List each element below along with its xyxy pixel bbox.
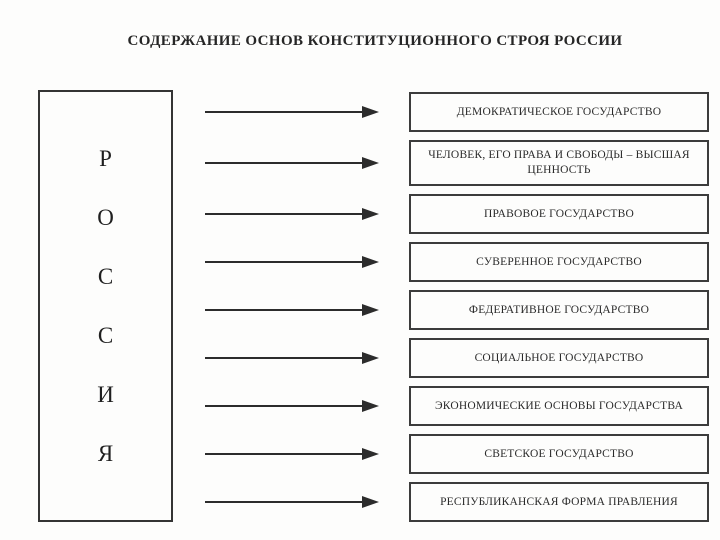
right-arrow-icon — [205, 496, 379, 508]
arrow-line — [205, 453, 362, 455]
source-letter: Я — [97, 441, 114, 466]
concept-box-federative-state: ФЕДЕРАТИВНОЕ ГОСУДАРСТВО — [409, 290, 709, 330]
arrow-line — [205, 213, 362, 215]
diagram-title: СОДЕРЖАНИЕ ОСНОВ КОНСТИТУЦИОННОГО СТРОЯ … — [127, 33, 623, 49]
diagram-row: ЭКОНОМИЧЕСКИЕ ОСНОВЫ ГОСУДАРСТВА — [205, 386, 709, 426]
arrow-head — [362, 400, 379, 412]
arrow-head — [362, 256, 379, 268]
right-arrow-icon — [205, 208, 379, 220]
arrow-line — [205, 162, 362, 164]
arrow-line — [205, 111, 362, 113]
diagram-row: СВЕТСКОЕ ГОСУДАРСТВО — [205, 434, 709, 474]
source-letter: С — [97, 323, 114, 348]
source-letter: О — [97, 205, 114, 230]
concept-box-social-state: СОЦИАЛЬНОЕ ГОСУДАРСТВО — [409, 338, 709, 378]
right-arrow-icon — [205, 157, 379, 169]
arrow-head — [362, 157, 379, 169]
arrow-line — [205, 405, 362, 407]
diagram-row: ПРАВОВОЕ ГОСУДАРСТВО — [205, 194, 709, 234]
concept-box-human-rights: ЧЕЛОВЕК, ЕГО ПРАВА И СВОБОДЫ – ВЫСШАЯ ЦЕ… — [409, 140, 709, 186]
arrow-line — [205, 309, 362, 311]
diagram-row: СОЦИАЛЬНОЕ ГОСУДАРСТВО — [205, 338, 709, 378]
russia-source-box: Р О С С И Я — [38, 90, 173, 522]
arrow-line — [205, 261, 362, 263]
concept-box-economic-foundations: ЭКОНОМИЧЕСКИЕ ОСНОВЫ ГОСУДАРСТВА — [409, 386, 709, 426]
source-letter: С — [97, 264, 114, 289]
arrow-head — [362, 352, 379, 364]
arrow-head — [362, 448, 379, 460]
diagram-row: СУВЕРЕННОЕ ГОСУДАРСТВО — [205, 242, 709, 282]
right-arrow-icon — [205, 256, 379, 268]
diagram-row: ДЕМОКРАТИЧЕСКОЕ ГОСУДАРСТВО — [205, 92, 709, 132]
arrow-head — [362, 304, 379, 316]
arrow-head — [362, 208, 379, 220]
right-arrow-icon — [205, 106, 379, 118]
concept-box-secular-state: СВЕТСКОЕ ГОСУДАРСТВО — [409, 434, 709, 474]
diagram-row: ФЕДЕРАТИВНОЕ ГОСУДАРСТВО — [205, 290, 709, 330]
concept-box-legal-state: ПРАВОВОЕ ГОСУДАРСТВО — [409, 194, 709, 234]
concept-box-sovereign-state: СУВЕРЕННОЕ ГОСУДАРСТВО — [409, 242, 709, 282]
concept-box-republican-government: РЕСПУБЛИКАНСКАЯ ФОРМА ПРАВЛЕНИЯ — [409, 482, 709, 522]
arrow-head — [362, 496, 379, 508]
arrow-head — [362, 106, 379, 118]
arrow-line — [205, 501, 362, 503]
right-arrow-icon — [205, 352, 379, 364]
right-arrow-icon — [205, 304, 379, 316]
diagram-row: ЧЕЛОВЕК, ЕГО ПРАВА И СВОБОДЫ – ВЫСШАЯ ЦЕ… — [205, 140, 709, 186]
source-letter: И — [97, 382, 114, 407]
diagram-row: РЕСПУБЛИКАНСКАЯ ФОРМА ПРАВЛЕНИЯ — [205, 482, 709, 522]
arrow-line — [205, 357, 362, 359]
principles-list: ДЕМОКРАТИЧЕСКОЕ ГОСУДАРСТВО ЧЕЛОВЕК, ЕГО… — [205, 92, 709, 522]
right-arrow-icon — [205, 448, 379, 460]
source-letter: Р — [99, 146, 112, 171]
concept-box-democratic-state: ДЕМОКРАТИЧЕСКОЕ ГОСУДАРСТВО — [409, 92, 709, 132]
right-arrow-icon — [205, 400, 379, 412]
